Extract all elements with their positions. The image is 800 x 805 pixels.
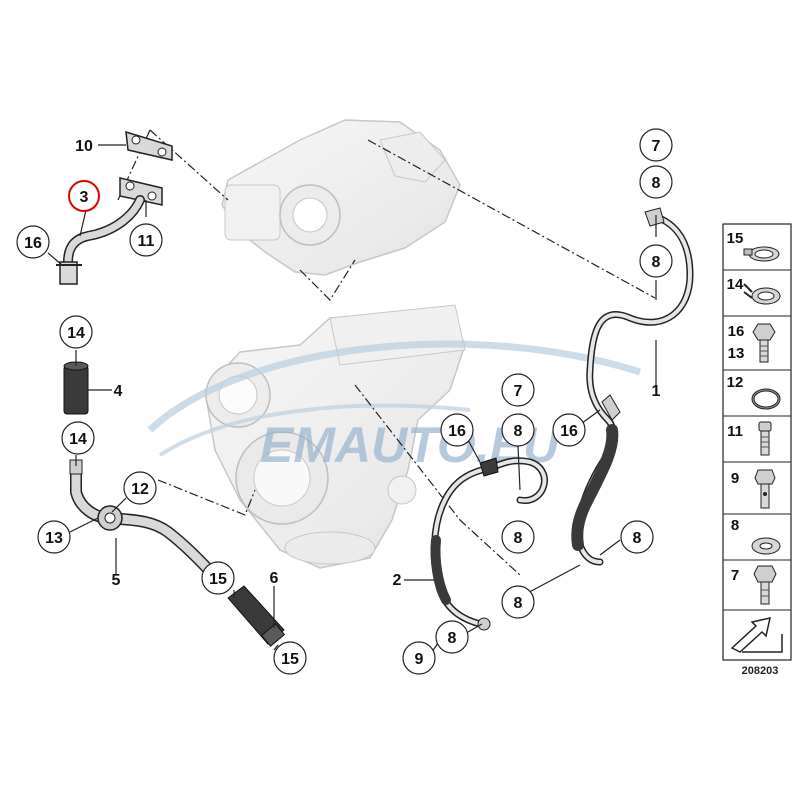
callout-8-c-circle: [501, 413, 535, 447]
callout-8-g: 8: [448, 630, 457, 647]
callout-1: 1: [652, 383, 661, 400]
callout-9: 9: [415, 651, 424, 668]
callout-8-a: 8: [652, 175, 661, 192]
callout-12: 12: [131, 481, 149, 498]
callout-10: 10: [75, 138, 93, 155]
callout-14: 14: [67, 325, 85, 342]
callout-8-e: 8: [633, 530, 642, 547]
callout-16-mid-circle: [440, 413, 474, 447]
hex-bolt-icon: [752, 323, 776, 363]
legend-label-11: 11: [727, 423, 743, 440]
callout-13-circle: [37, 520, 71, 554]
callout-16-circle: [16, 225, 50, 259]
callout-8-d-circle: [501, 520, 535, 554]
callout-7-mid-circle: [501, 373, 535, 407]
hose-part-4: [63, 361, 89, 415]
o-ring-icon: [751, 388, 781, 410]
callout-8-f: 8: [514, 595, 523, 612]
callouts: 10 3 16 11 14 4 14 12 13 5 15 6 15 7 8 8…: [16, 128, 673, 675]
legend-label-9: 9: [731, 470, 739, 487]
callout-7-mid: 7: [514, 383, 523, 400]
upper-turbocharger: [221, 119, 461, 276]
return-pipe-part-5: [69, 459, 224, 586]
callout-16-mid: 16: [448, 423, 466, 440]
callout-9-circle: [402, 641, 436, 675]
callout-8-c: 8: [514, 423, 523, 440]
callout-8-b: 8: [652, 254, 661, 271]
spring-clamp-icon: [743, 283, 781, 305]
callout-8-g-circle: [435, 620, 469, 654]
arrow-icon: [730, 617, 783, 653]
callout-12-circle: [123, 471, 157, 505]
oil-pipe-part-3: [56, 177, 163, 285]
callout-5: 5: [112, 572, 121, 589]
callout-3: 3: [80, 189, 89, 206]
oil-line-part-2: [430, 457, 548, 631]
callout-11: 11: [138, 233, 155, 250]
callout-15-lower: 15: [281, 651, 299, 668]
gasket-part-10: [125, 130, 173, 161]
callout-8-b-circle: [639, 244, 673, 278]
legend-label-8: 8: [731, 517, 739, 534]
legend-label-15: 15: [727, 230, 744, 247]
callout-14-lower: 14: [69, 431, 87, 448]
callout-15-circle: [201, 561, 235, 595]
parts-legend: 15 14 16 13 12 11: [722, 223, 792, 661]
drawing-number: 208203: [742, 665, 779, 677]
callout-13: 13: [45, 530, 63, 547]
oil-line-part-1: [571, 207, 694, 566]
callout-14-lower-circle: [61, 421, 95, 455]
callout-15-lower-circle: [273, 641, 307, 675]
callout-2: 2: [393, 572, 402, 589]
banjo-bolt-icon: [753, 565, 777, 605]
callout-14-circle: [59, 315, 93, 349]
callout-3-circle: [68, 180, 100, 212]
socket-screw-icon: [758, 421, 772, 456]
callout-7-top: 7: [652, 138, 661, 155]
callout-16-right-circle: [552, 413, 586, 447]
callout-15: 15: [209, 571, 227, 588]
hose-clamp-icon: [743, 246, 780, 262]
callout-16: 16: [24, 235, 42, 252]
legend-label-14: 14: [727, 276, 744, 293]
legend-label-12: 12: [727, 374, 744, 391]
hollow-bolt-icon: [754, 469, 776, 509]
legend-label-13: 13: [728, 345, 745, 362]
hose-part-6: [227, 585, 286, 647]
callout-16-right: 16: [560, 423, 578, 440]
callout-8-f-circle: [501, 585, 535, 619]
callout-4: 4: [114, 383, 123, 400]
callout-7-top-circle: [639, 128, 673, 162]
callout-8-a-circle: [639, 165, 673, 199]
callout-6: 6: [270, 570, 279, 587]
callout-8-e-circle: [620, 520, 654, 554]
callout-8-d: 8: [514, 530, 523, 547]
lower-turbocharger: [204, 304, 466, 569]
legend-label-7: 7: [731, 567, 739, 584]
callout-11-circle: [129, 223, 163, 257]
sealing-washer-icon: [751, 537, 781, 555]
legend-label-16: 16: [728, 323, 745, 340]
